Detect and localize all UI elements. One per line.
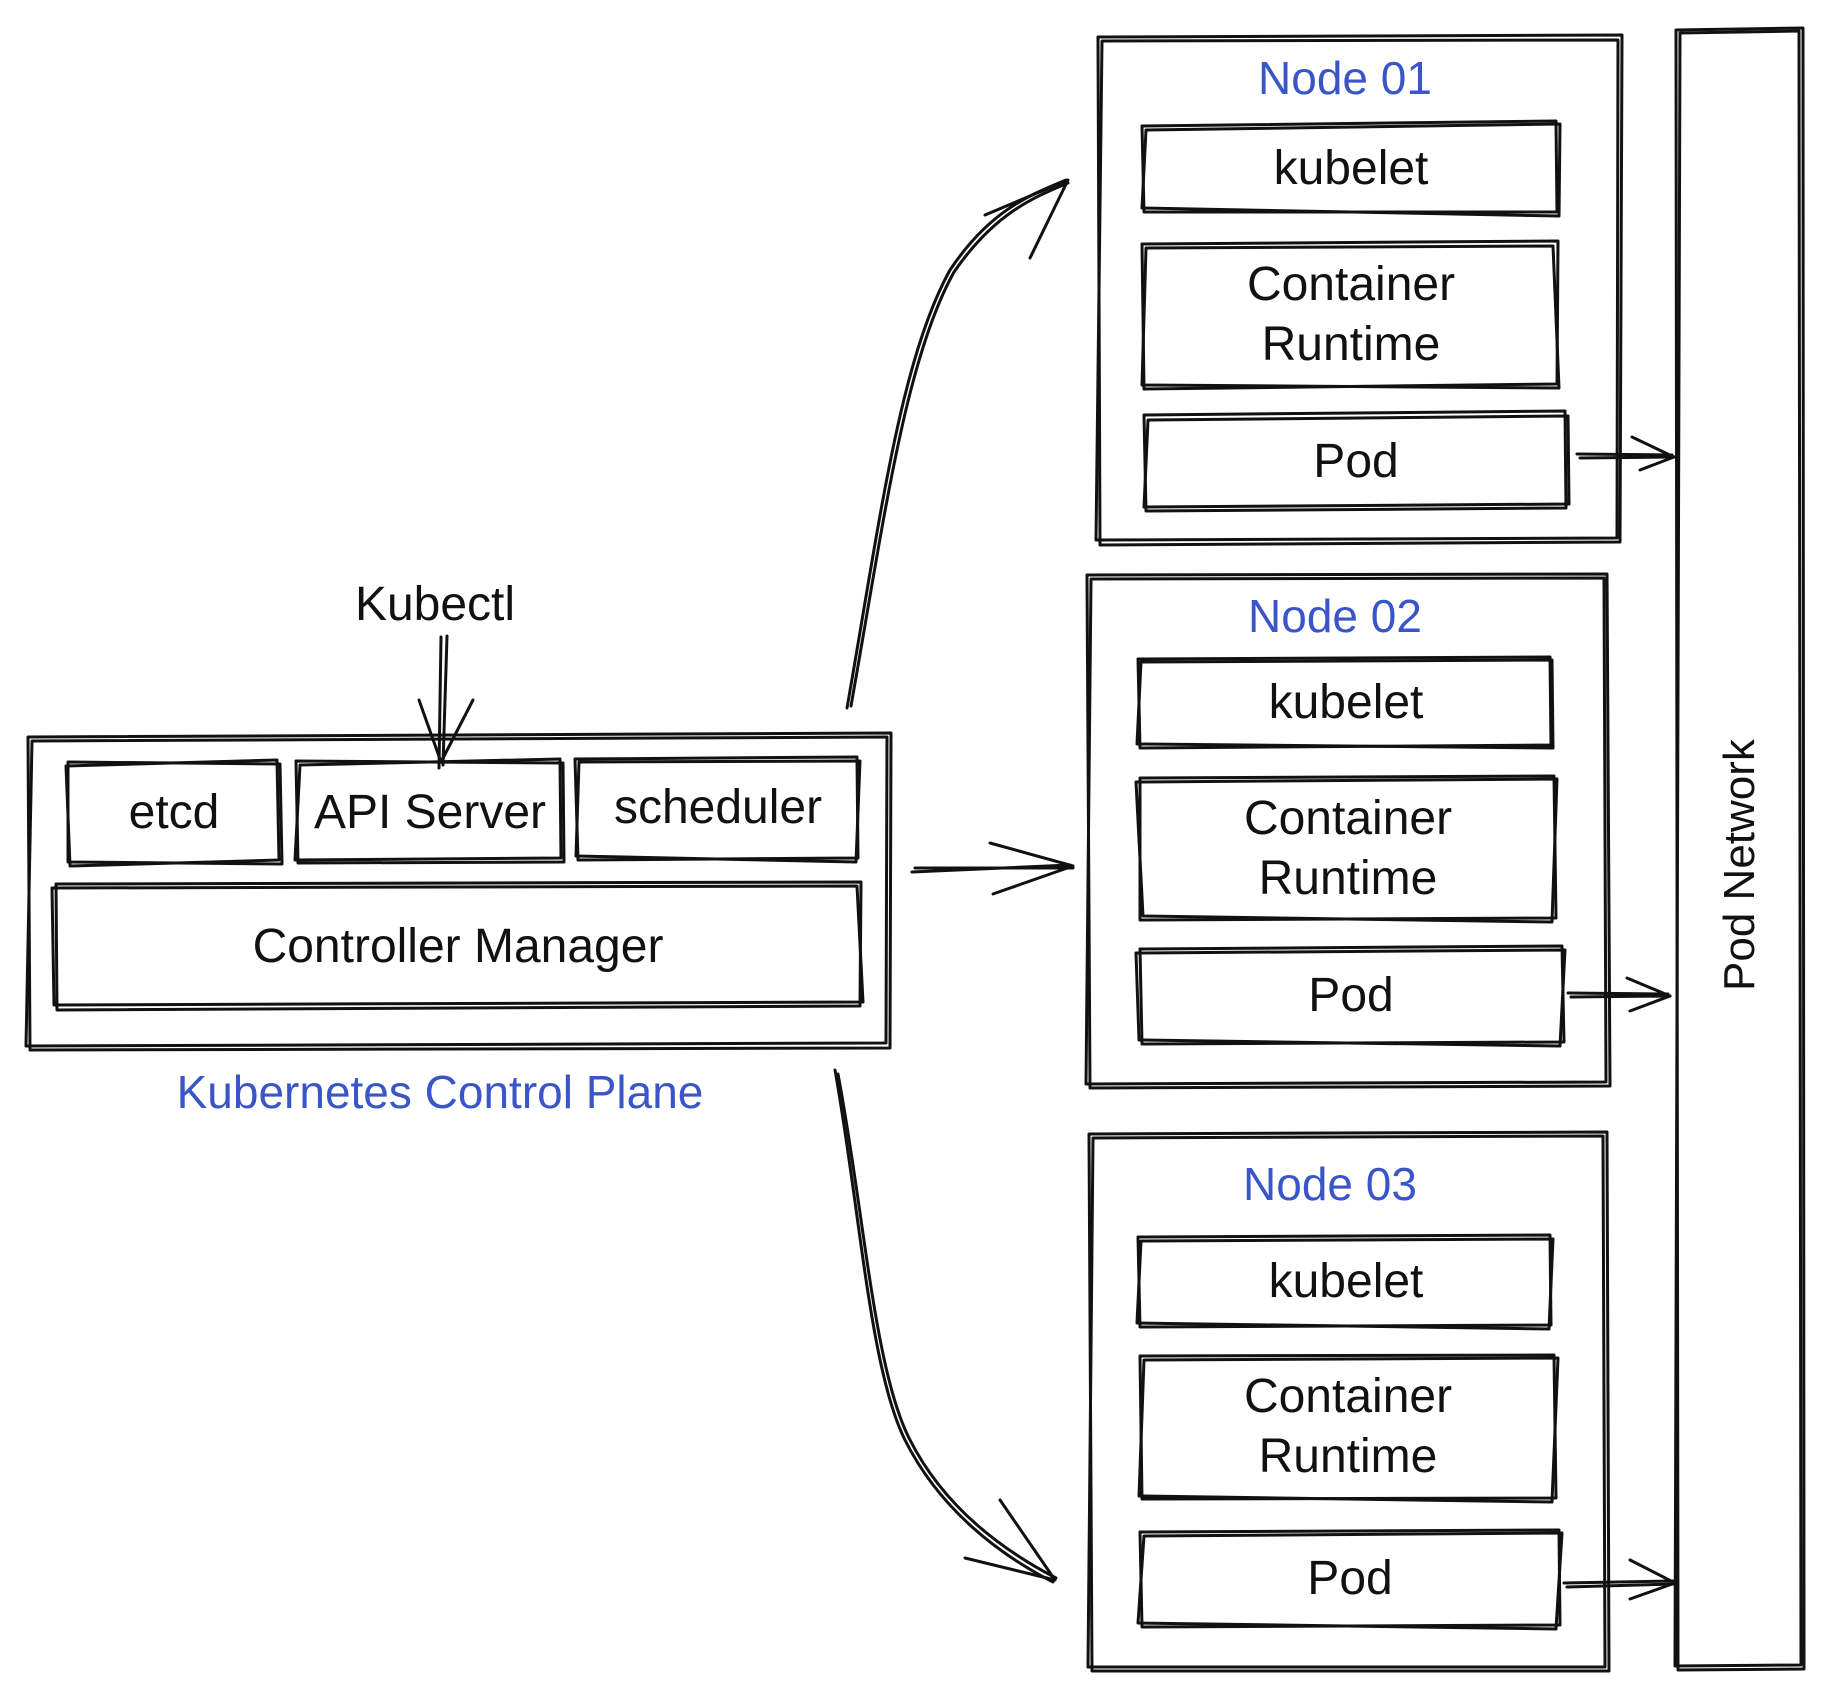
control-plane-box (24, 731, 893, 1052)
node-02-runtime-box (1134, 774, 1559, 924)
arrow-pod-02-to-network (1566, 976, 1672, 1013)
controller-manager-box (50, 880, 865, 1012)
arrow-to-node-01 (845, 178, 1070, 710)
kubectl-arrow (417, 634, 475, 770)
node-02-runtime-label: Container Runtime (1140, 778, 1556, 920)
control-plane-title: Kubernetes Control Plane (176, 1066, 704, 1119)
node-03-pod-box (1136, 1528, 1564, 1631)
node-01-title: Node 01 (1258, 52, 1432, 105)
etcd-box (64, 758, 284, 868)
node-01-runtime-box (1140, 239, 1561, 391)
pod-network-label: Pod Network (1715, 739, 1764, 991)
node-02-pod-label: Pod (1308, 969, 1394, 1022)
arrow-to-node-03 (833, 1068, 1058, 1584)
node-01-runtime-line-2: Runtime (1261, 318, 1441, 371)
node-01-box (1094, 33, 1624, 547)
node-01-pod-label: Pod (1313, 435, 1399, 488)
node-03-runtime-box (1137, 1353, 1560, 1504)
node-03-title: Node 03 (1243, 1158, 1417, 1211)
node-01-runtime-label: Container Runtime (1144, 244, 1558, 386)
etcd-label: etcd (128, 786, 220, 839)
node-03-kubelet-label: kubelet (1268, 1255, 1424, 1308)
node-03-runtime-line-2: Runtime (1258, 1430, 1438, 1483)
node-02-pod-box (1134, 944, 1567, 1048)
arrow-pod-01-to-network (1575, 435, 1676, 472)
node-03-pod-label: Pod (1307, 1552, 1393, 1605)
scheduler-box (573, 755, 862, 864)
api-server-label: API Server (313, 786, 547, 839)
node-01-kubelet-box (1140, 119, 1562, 218)
node-01-runtime-line-1: Container (1246, 258, 1456, 311)
node-02-kubelet-label: kubelet (1268, 676, 1424, 729)
pod-network-box (1673, 26, 1806, 1672)
node-03-runtime-label: Container Runtime (1140, 1356, 1556, 1498)
node-03-kubelet-box (1135, 1233, 1555, 1331)
node-02-kubelet-box (1135, 655, 1555, 750)
scheduler-label: scheduler (613, 781, 823, 834)
api-server-box (293, 757, 566, 865)
node-02-runtime-line-2: Runtime (1258, 852, 1438, 905)
node-02-title: Node 02 (1248, 590, 1422, 643)
kubectl-label: Kubectl (354, 578, 516, 631)
node-01-pod-box (1142, 409, 1571, 513)
node-03-box (1086, 1130, 1611, 1673)
node-01-kubelet-label: kubelet (1273, 142, 1429, 195)
controller-manager-label: Controller Manager (252, 920, 664, 973)
arrow-to-node-02 (910, 841, 1075, 896)
node-02-runtime-line-1: Container (1243, 792, 1453, 845)
node-03-runtime-line-1: Container (1243, 1370, 1453, 1423)
arrow-pod-03-to-network (1562, 1558, 1677, 1601)
node-02-box (1084, 572, 1612, 1090)
